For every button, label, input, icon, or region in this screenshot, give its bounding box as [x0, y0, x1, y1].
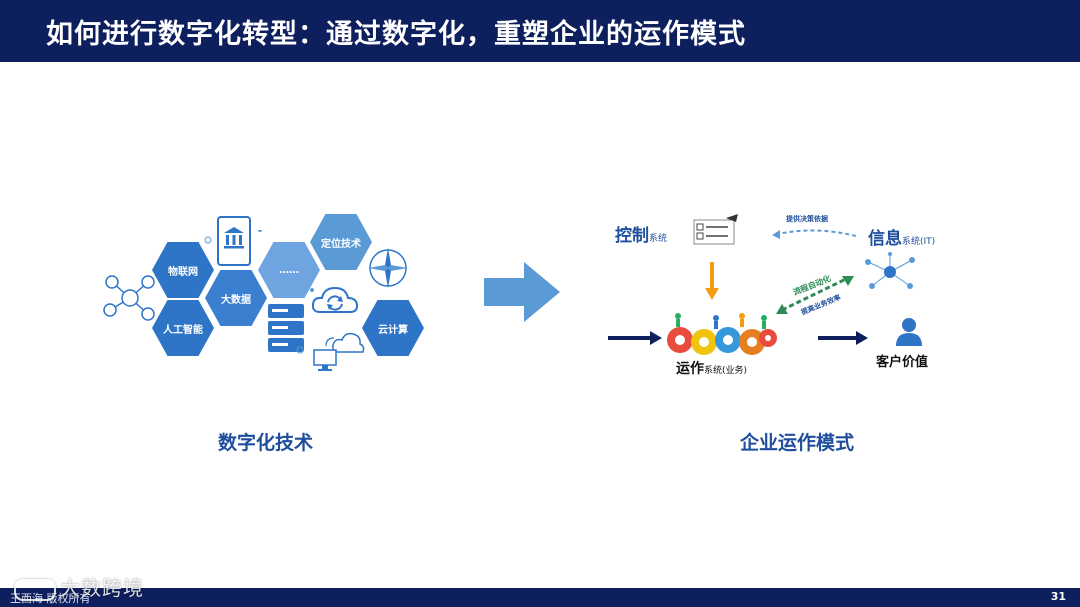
transition-arrow — [484, 262, 560, 322]
automation-arrow — [776, 276, 854, 314]
decision-arrow-label: 提供决策依据 — [786, 215, 828, 223]
watermark-text: 大数跨境 — [60, 576, 144, 600]
customer-value-label: 客户价值 — [876, 355, 929, 370]
hex-ai: 人工智能 — [152, 300, 214, 356]
decor-dots — [204, 230, 314, 354]
operation-system-label: 运作系统(业务) — [676, 358, 747, 378]
info-system-label: 信息系统(IT) — [868, 224, 935, 249]
left-caption: 数字化技术 — [218, 432, 314, 454]
operation-sub: 系统(业务) — [704, 366, 748, 376]
hex-bigdata: 大数据 — [205, 270, 267, 326]
watermark: 大数跨境 — [14, 572, 144, 601]
decision-arrow — [772, 229, 857, 239]
checklist-icon — [693, 214, 738, 245]
social-network-icon — [103, 275, 155, 321]
cloud-sync-icon — [311, 286, 359, 313]
cloud-computer-icon — [313, 332, 365, 371]
right-caption: 企业运作模式 — [740, 432, 855, 454]
operation-main: 运作 — [676, 361, 704, 377]
hex-cloud-computing: 云计算 — [362, 300, 424, 356]
server-icon — [268, 304, 304, 352]
title-bar: 如何进行数字化转型：通过数字化，重塑企业的运作模式 — [0, 0, 1080, 62]
page-title: 如何进行数字化转型：通过数字化，重塑企业的运作模式 — [46, 19, 746, 50]
control-sub: 系统 — [649, 234, 668, 244]
output-arrow — [818, 331, 868, 345]
compass-icon — [368, 248, 408, 288]
hex-etc: …… — [258, 242, 320, 298]
mobile-bank-icon — [217, 216, 251, 266]
watermark-logo-icon — [14, 578, 56, 601]
footer-bar: 王西海 版权所有 31 — [0, 588, 1080, 607]
info-main: 信息 — [868, 229, 902, 249]
info-sub: 系统(IT) — [902, 237, 936, 247]
network-globe-icon — [865, 252, 915, 289]
control-main: 控制 — [615, 226, 649, 246]
control-system-label: 控制系统 — [615, 221, 667, 246]
customer-person-icon — [896, 318, 922, 346]
page-number: 31 — [1050, 590, 1066, 603]
hex-positioning: 定位技术 — [310, 214, 372, 270]
gears-icon — [667, 313, 777, 355]
control-down-arrow — [705, 262, 719, 300]
input-arrow — [608, 331, 662, 345]
